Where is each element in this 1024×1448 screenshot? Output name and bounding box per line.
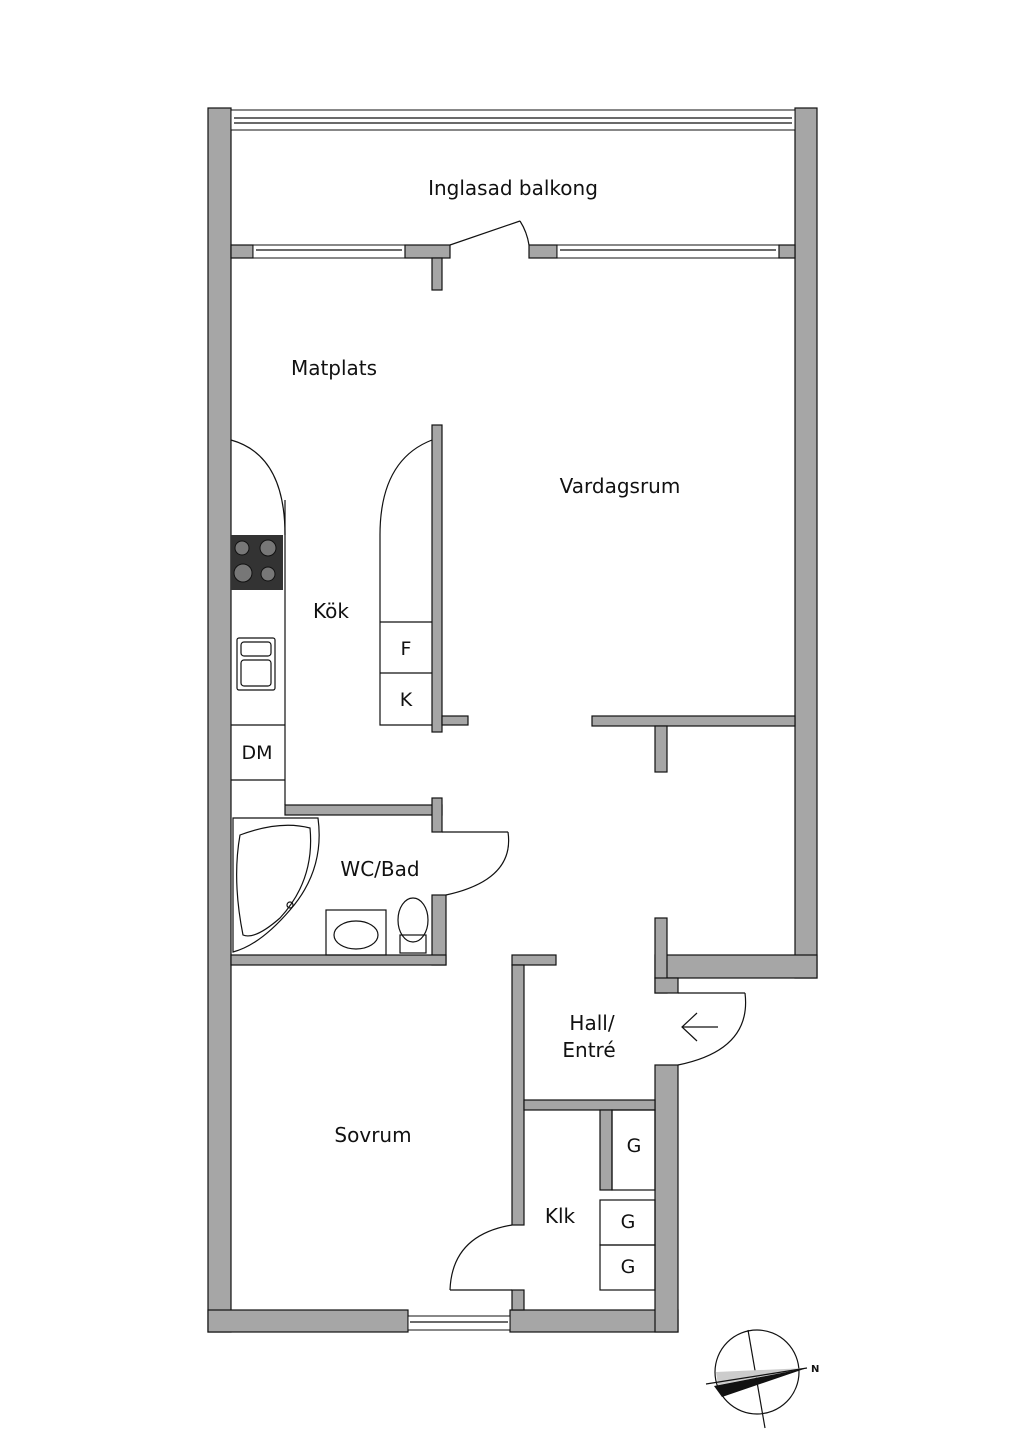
kitchen-counter — [230, 439, 433, 805]
closet-door[interactable] — [449, 1224, 513, 1291]
room-label-balcony: Inglasad balkong — [428, 176, 598, 200]
sink-icon — [236, 637, 276, 691]
balcony-door[interactable] — [449, 220, 530, 246]
room-label-living: Vardagsrum — [560, 474, 681, 498]
fridge-label: F — [401, 638, 412, 660]
compass-icon: N — [705, 1329, 819, 1429]
toilet-icon — [397, 897, 429, 954]
room-label-dining: Matplats — [291, 356, 377, 380]
outer-walls — [207, 107, 818, 1333]
room-label-hall: Hall/ — [569, 1011, 614, 1035]
balcony-glazing — [230, 109, 796, 131]
room-label-bathroom: WC/Bad — [340, 857, 419, 881]
room-label-kitchen: Kök — [313, 599, 349, 623]
wardrobe-label: G — [621, 1256, 636, 1278]
bathtub-icon — [232, 817, 320, 953]
room-label-closet: Klk — [545, 1204, 576, 1228]
wardrobes — [599, 1109, 656, 1291]
washbasin-icon — [325, 909, 387, 956]
compass-north-label: N — [811, 1364, 819, 1375]
dishwasher-label: DM — [241, 742, 272, 764]
entrance-door[interactable] — [677, 992, 747, 1066]
bedroom-window — [407, 1315, 511, 1331]
room-label-bedroom: Sovrum — [334, 1123, 411, 1147]
bathroom-door[interactable] — [442, 831, 510, 896]
wardrobe-label: G — [621, 1211, 636, 1233]
room-label-entre: Entré — [562, 1038, 615, 1062]
balcony-wall — [230, 244, 796, 291]
freezer-label: K — [400, 689, 413, 711]
wardrobe-label: G — [627, 1135, 642, 1157]
interior-walls — [230, 424, 796, 1311]
